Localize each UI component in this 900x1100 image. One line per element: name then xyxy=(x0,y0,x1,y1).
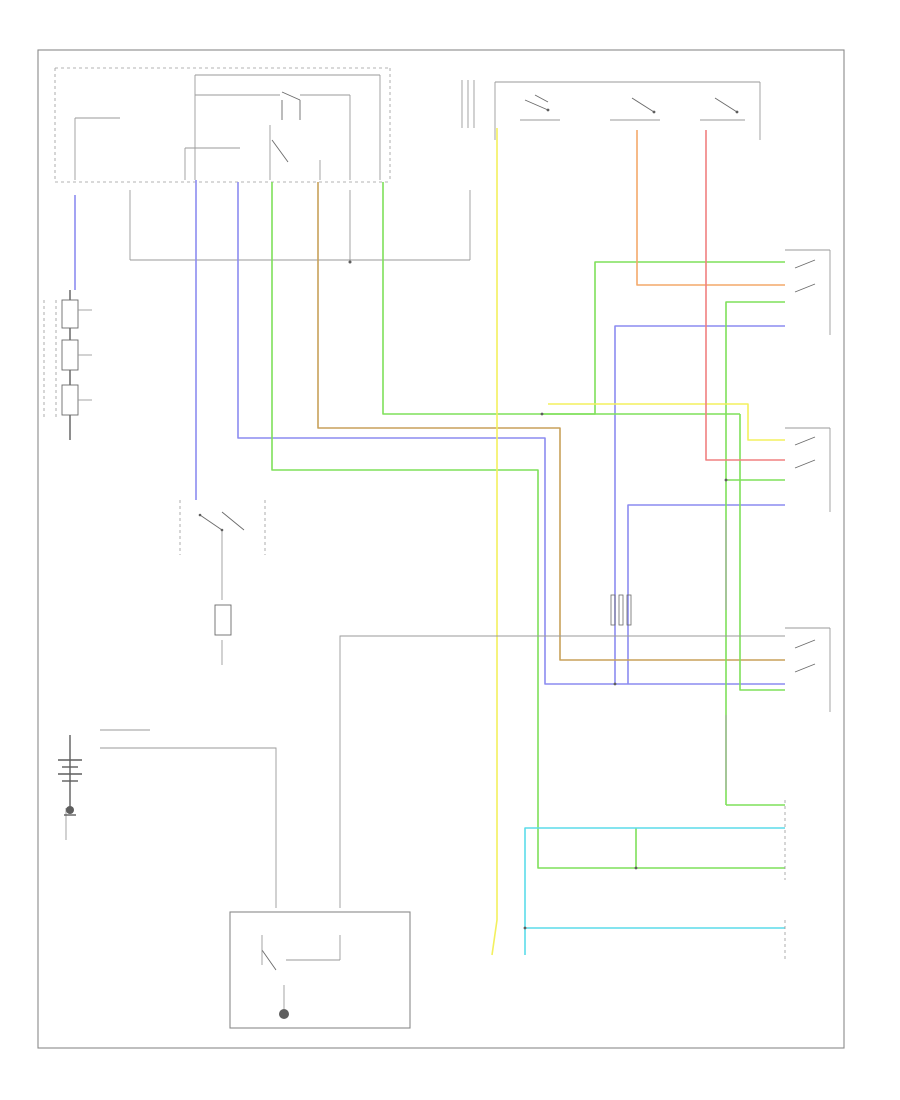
green-wire-right-branch2 xyxy=(739,414,785,691)
green-wire-left xyxy=(271,182,785,869)
battery xyxy=(58,735,82,816)
red-wire xyxy=(705,130,785,461)
gray-secondary-wiring xyxy=(43,300,785,908)
main-fuse-stack xyxy=(61,290,92,440)
diagram-frame xyxy=(37,49,845,1049)
starter-cut-relay-1 xyxy=(785,249,831,335)
green-wire-upper xyxy=(382,182,740,415)
orange-wire xyxy=(636,130,785,286)
yellow-wire-right xyxy=(548,403,785,441)
starter-cut-relay-2 xyxy=(785,427,831,512)
junction-dots xyxy=(523,412,728,930)
blue-wire-right-lower xyxy=(627,504,785,684)
blue-wire-mid xyxy=(237,182,785,685)
green-wire-relay-feed xyxy=(542,261,785,415)
under-hood-fuse-relay-box xyxy=(54,67,475,264)
tan-wire xyxy=(317,182,785,661)
transmission-range-switch xyxy=(179,500,266,555)
blue-wire-right-upper xyxy=(614,325,785,684)
diode-block xyxy=(214,604,232,636)
starter-cut-relay-3 xyxy=(785,627,831,712)
starter-motor xyxy=(229,911,411,1029)
cable-shield xyxy=(610,594,632,626)
yellow-wire xyxy=(491,128,498,956)
ignition-switch xyxy=(494,81,761,140)
cyan-wire xyxy=(524,827,785,955)
green-wire-right-trunk xyxy=(725,301,785,805)
